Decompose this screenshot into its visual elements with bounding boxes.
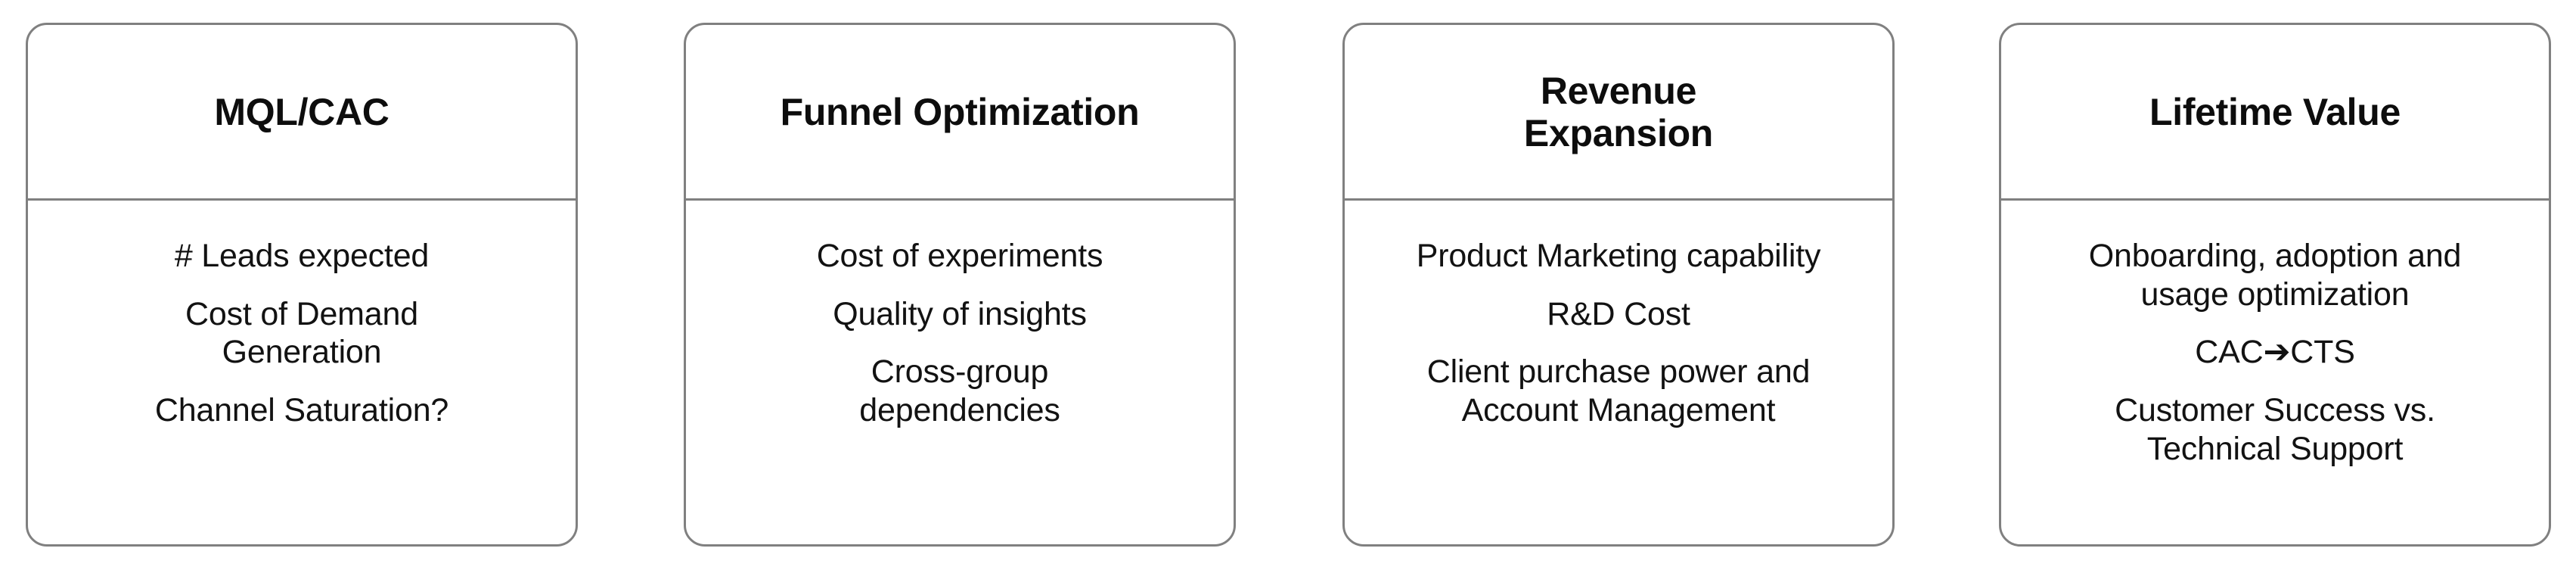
card-lifetime-value[interactable]: Lifetime Value Onboarding, adoption and … [1999,23,2551,547]
card-header-funnel-optimization: Funnel Optimization [686,25,1234,201]
card-line: Onboarding, adoption and usage optimizat… [2088,238,2462,313]
card-line-cac-to-cts: CAC➔CTS [2195,334,2355,371]
card-line: Customer Success vs. Technical Support [2115,392,2435,467]
card-header-mql-cac: MQL/CAC [28,25,576,201]
card-title-revenue-expansion: Revenue Expansion [1523,69,1714,154]
card-line: R&D Cost [1547,295,1690,332]
card-line: # Leads expected [174,238,430,274]
card-funnel-optimization[interactable]: Funnel Optimization Cost of experiments … [684,23,1236,547]
card-body-revenue-expansion: Product Marketing capability R&D Cost Cl… [1345,201,1892,544]
card-line: Product Marketing capability [1416,238,1821,274]
card-body-mql-cac: # Leads expected Cost of Demand Generati… [28,201,576,544]
card-line: Quality of insights [833,295,1087,332]
card-line: Cross-group dependencies [859,354,1060,429]
card-line: Client purchase power and Account Manage… [1426,354,1811,429]
card-title-mql-cac: MQL/CAC [214,90,390,133]
card-title-funnel-optimization: Funnel Optimization [780,90,1140,133]
card-mql-cac[interactable]: MQL/CAC # Leads expected Cost of Demand … [26,23,578,547]
card-header-revenue-expansion: Revenue Expansion [1345,25,1892,201]
card-header-lifetime-value: Lifetime Value [2001,25,2549,201]
card-line: Channel Saturation? [154,392,449,429]
card-line: Cost of Demand Generation [185,295,418,371]
card-revenue-expansion[interactable]: Revenue Expansion Product Marketing capa… [1342,23,1895,547]
card-body-funnel-optimization: Cost of experiments Quality of insights … [686,201,1234,544]
card-title-lifetime-value: Lifetime Value [2149,90,2401,133]
card-body-lifetime-value: Onboarding, adoption and usage optimizat… [2001,201,2549,544]
card-line: Cost of experiments [816,238,1103,274]
